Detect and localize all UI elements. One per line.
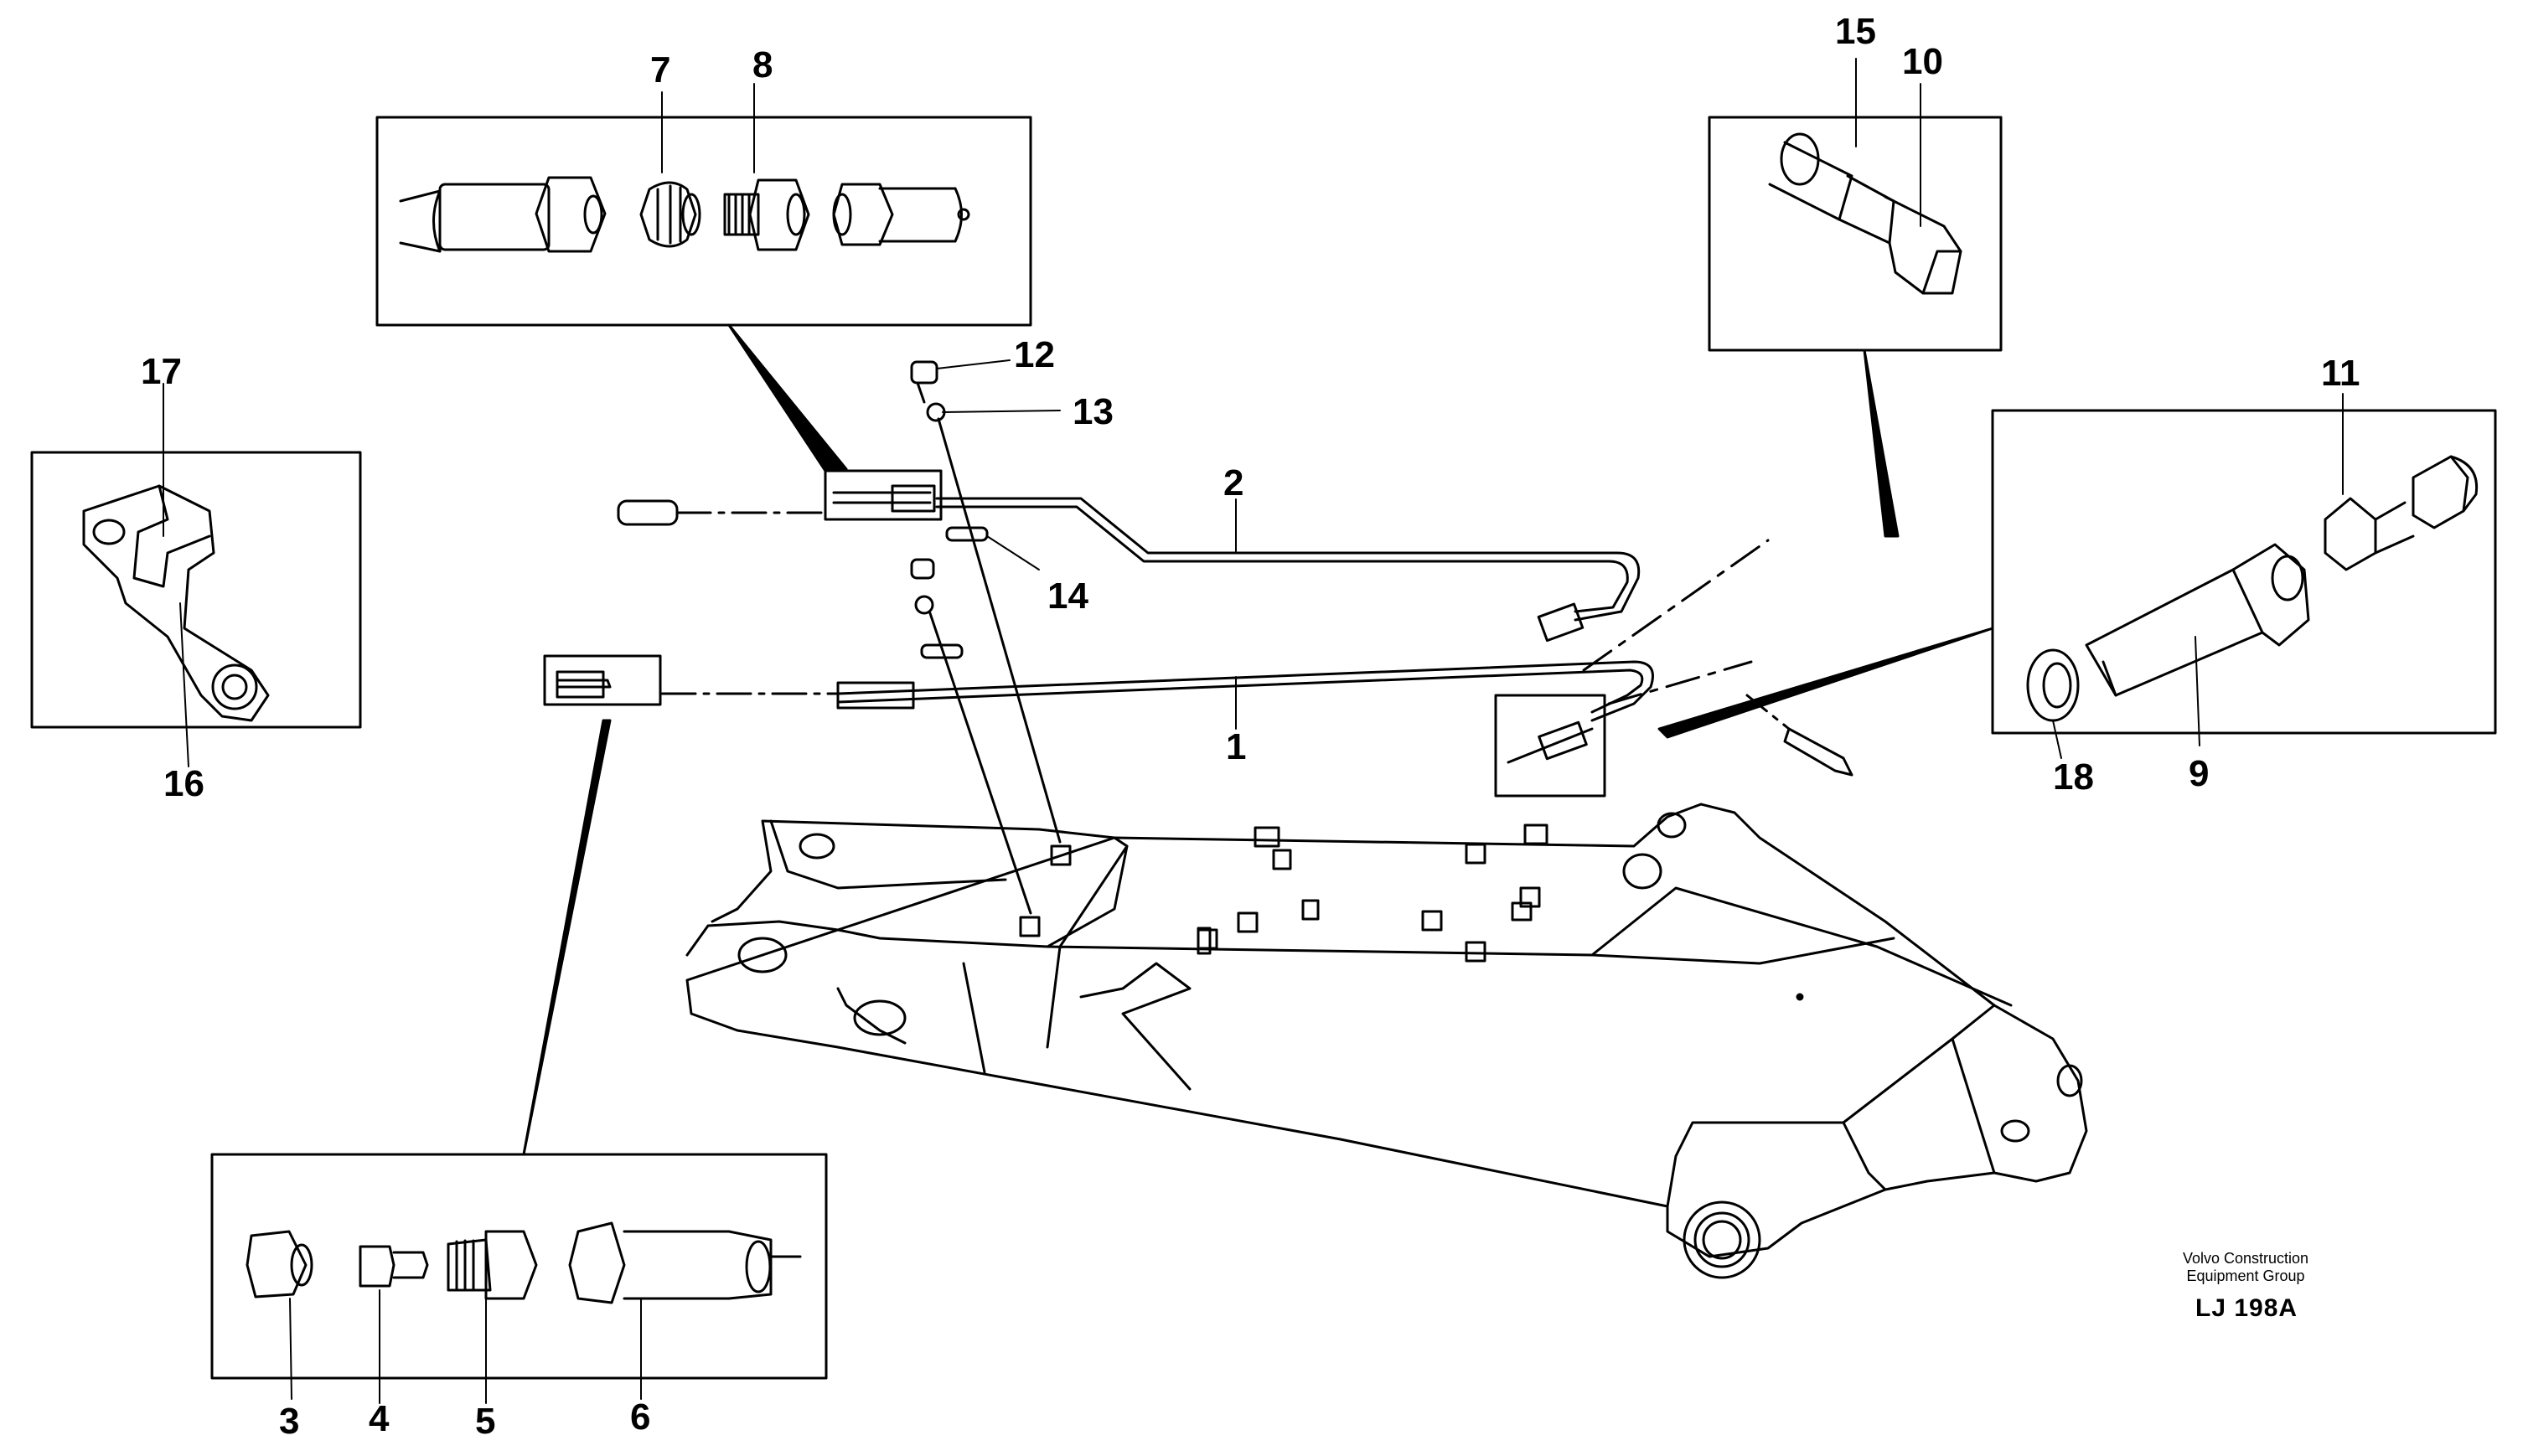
drawing-code: LJ 198A bbox=[2195, 1294, 2298, 1322]
detail-box-bottom-fittings bbox=[210, 719, 828, 1404]
part-label-12: 12 bbox=[1014, 334, 1055, 375]
part-label-6: 6 bbox=[630, 1397, 651, 1438]
part-label-16: 16 bbox=[163, 763, 204, 804]
detail-box-top-fittings bbox=[375, 83, 1032, 472]
part-label-3: 3 bbox=[279, 1401, 300, 1442]
part-label-17: 17 bbox=[141, 351, 182, 392]
part-label-14: 14 bbox=[1047, 576, 1088, 617]
credit-line-1: Volvo Construction bbox=[2182, 1250, 2309, 1267]
credit-line-2: Equipment Group bbox=[2186, 1267, 2305, 1284]
part-label-9: 9 bbox=[2189, 753, 2210, 794]
detail-box-sensor bbox=[1708, 58, 2003, 538]
part-label-10: 10 bbox=[1902, 41, 1943, 82]
credit-text: Volvo Construction Equipment Group bbox=[2158, 1250, 2334, 1284]
part-label-13: 13 bbox=[1073, 391, 1114, 432]
detail-box-bracket bbox=[30, 383, 362, 767]
boom-arm bbox=[685, 803, 2088, 1279]
part-label-7: 7 bbox=[650, 49, 671, 90]
part-label-4: 4 bbox=[369, 1398, 390, 1439]
tubes-assembly bbox=[543, 359, 1853, 915]
part-label-2: 2 bbox=[1223, 462, 1244, 503]
detail-box-right-fitting bbox=[1657, 393, 2497, 759]
part-label-8: 8 bbox=[752, 44, 773, 85]
part-label-15: 15 bbox=[1835, 11, 1876, 52]
part-label-18: 18 bbox=[2053, 756, 2094, 798]
part-label-5: 5 bbox=[475, 1401, 496, 1442]
part-label-1: 1 bbox=[1226, 726, 1247, 767]
part-label-11: 11 bbox=[2321, 353, 2360, 394]
